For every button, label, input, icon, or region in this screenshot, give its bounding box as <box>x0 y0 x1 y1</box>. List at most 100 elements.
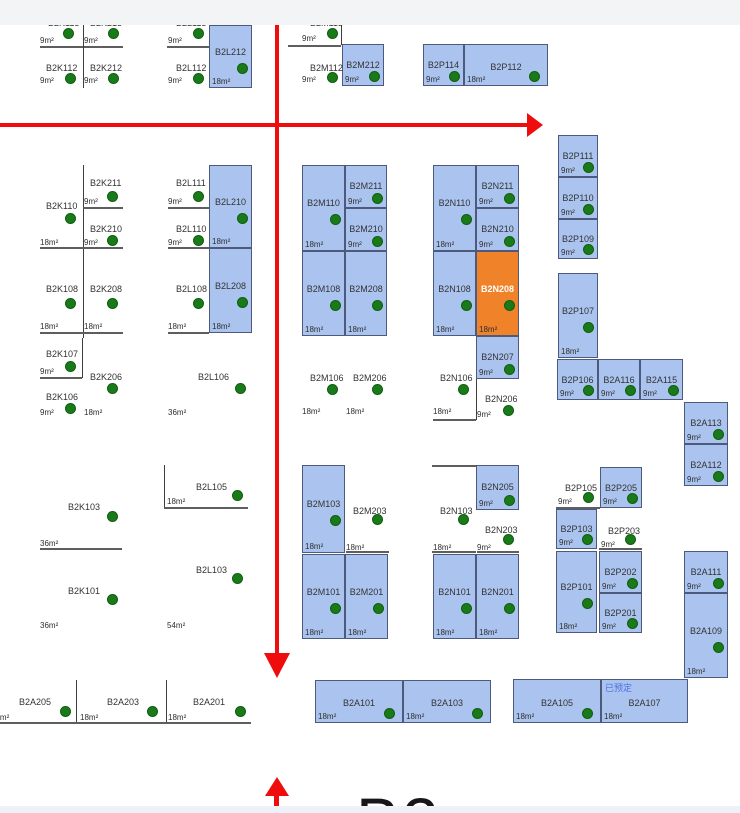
booth-B2M206[interactable]: B2M206 <box>353 373 387 383</box>
booth-B2A201[interactable]: B2A201 <box>193 697 226 707</box>
booth-B2L111[interactable]: B2L111 <box>176 178 206 188</box>
booth-B2K210[interactable]: B2K210 <box>90 224 123 234</box>
booth-label: B2A101 <box>342 698 376 708</box>
availability-dot <box>234 382 246 394</box>
booth-B2K208[interactable]: B2K208 <box>90 284 123 294</box>
booth-B2M106[interactable]: B2M106 <box>310 373 344 383</box>
booth-B2L106[interactable]: B2L106 <box>198 372 230 382</box>
booth-B2K103[interactable]: B2K103 <box>68 502 101 512</box>
booth-B2K108[interactable]: B2K108 <box>46 284 79 294</box>
booth-label: B2L212 <box>214 47 247 57</box>
booth-B2P203[interactable]: B2P203 <box>608 526 641 536</box>
booth-B2K206[interactable]: B2K206 <box>90 372 123 382</box>
availability-dot <box>371 383 383 395</box>
booth-B2K112[interactable]: B2K112 <box>46 63 78 73</box>
booth-B2A205[interactable]: B2A205 <box>19 697 52 707</box>
booth-size-label: 9m² <box>561 166 575 175</box>
booth-size-label: 18m² <box>40 322 59 331</box>
booth-B2K107[interactable]: B2K107 <box>46 349 79 359</box>
booth-B2L112[interactable]: B2L112 <box>176 63 207 73</box>
booth-B2K212[interactable]: B2K212 <box>90 63 123 73</box>
booth-B2N206[interactable]: B2N206 <box>485 394 518 404</box>
booth-B2M110[interactable]: B2M110 18m² <box>302 165 345 251</box>
booth-B2L103[interactable]: B2L103 <box>196 565 228 575</box>
availability-dot <box>371 513 383 525</box>
booth-B2L110[interactable]: B2L110 <box>176 224 207 234</box>
booth-B2L105[interactable]: B2L105 <box>196 482 228 492</box>
booth-B2K106[interactable]: B2K106 <box>46 392 79 402</box>
booth-B2N106[interactable]: B2N106 <box>440 373 473 383</box>
availability-dot <box>192 190 204 202</box>
availability-dot <box>231 572 243 584</box>
availability-dot <box>503 192 515 204</box>
booth-B2L108[interactable]: B2L108 <box>176 284 208 294</box>
booth-size-label: 18m² <box>305 240 324 249</box>
booth-size-label: 9m² <box>601 389 615 398</box>
availability-dot <box>192 234 204 246</box>
availability-dot <box>502 533 514 545</box>
booth-B2K211[interactable]: B2K211 <box>90 178 122 188</box>
booth-size-label: 18m² <box>433 407 452 416</box>
booth-size-label: 9m² <box>168 36 182 45</box>
booth-size-label: 9m² <box>40 76 54 85</box>
booth-size-label: 9m² <box>479 368 493 377</box>
booth-size-label: 9m² <box>345 75 359 84</box>
booth-B2K110[interactable]: B2K110 <box>46 201 78 211</box>
booth-outline-segment <box>0 722 251 724</box>
booth-outline-segment <box>83 25 84 88</box>
booth-label: B2N208 <box>480 284 515 294</box>
booth-B2M112[interactable]: B2M112 <box>310 63 343 73</box>
booth-B2P105[interactable]: B2P105 <box>565 483 598 493</box>
booth-B2N103[interactable]: B2N103 <box>440 506 473 516</box>
booth-label: B2M110 <box>307 198 340 208</box>
booth-B2M203[interactable]: B2M203 <box>353 506 387 516</box>
booth-B2K101[interactable]: B2K101 <box>68 586 101 596</box>
header-strip <box>0 0 740 25</box>
booth-B2N203[interactable]: B2N203 <box>485 525 518 535</box>
booth-label: B2A105 <box>540 698 574 708</box>
booth-B2A203[interactable]: B2A203 <box>107 697 140 707</box>
